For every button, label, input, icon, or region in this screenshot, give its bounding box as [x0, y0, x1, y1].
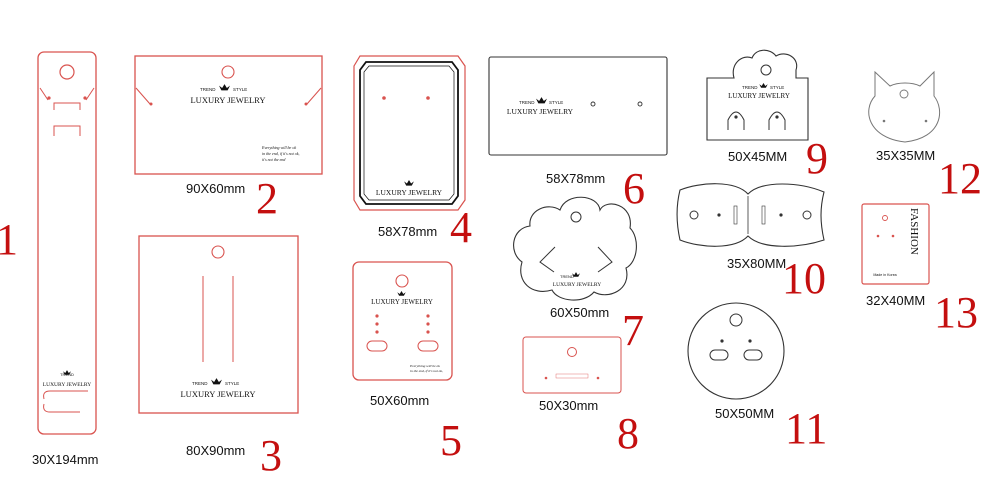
- card-10-size: 35X80MM: [727, 256, 786, 271]
- card-12-number: 12: [938, 154, 982, 203]
- card-2-trend: TREND: [200, 87, 216, 92]
- card-3-number: 3: [260, 431, 282, 480]
- card-2-script-3: it's not the end: [262, 157, 286, 162]
- card-5-size: 50X60mm: [370, 393, 429, 408]
- card-2: TREND STYLE LUXURY JEWELRY Everything wi…: [134, 55, 323, 175]
- card-5-luxury: LUXURY JEWELRY: [371, 298, 433, 306]
- card-5-number: 5: [440, 416, 462, 465]
- card-13-made-in: Made in Korea: [873, 273, 896, 277]
- card-10: [676, 183, 825, 247]
- card-5: LUXURY JEWELRY Everything will be ok in …: [352, 261, 453, 381]
- card-8-number: 8: [617, 409, 639, 458]
- card-9-style: STYLE: [770, 85, 784, 90]
- card-3: TREND STYLE LUXURY JEWELRY: [138, 235, 299, 414]
- card-9-number: 9: [806, 134, 828, 183]
- card-4-number: 4: [450, 203, 472, 252]
- card-6-size: 58X78mm: [546, 171, 605, 186]
- card-5-script-1: Everything will be ok: [409, 364, 440, 368]
- card-13-size: 32X40MM: [866, 293, 925, 308]
- card-2-script-2: in the end, if it's not ok,: [262, 151, 300, 157]
- card-9: TREND STYLE LUXURY JEWELRY: [706, 49, 809, 141]
- card-7-trend: TREND: [560, 274, 574, 279]
- card-1-size: 30X194mm: [32, 452, 98, 467]
- card-13-fashion: FASHION: [908, 208, 920, 255]
- card-8: [522, 336, 622, 394]
- card-6-number: 6: [623, 164, 645, 213]
- card-1-luxury: LUXURY JEWELRY: [43, 382, 92, 388]
- card-13: FASHION Made in Korea: [861, 203, 930, 285]
- card-5-script-2: in the end, if it's not ok,: [410, 369, 443, 374]
- card-4-size: 58X78mm: [378, 224, 437, 239]
- card-2-style: STYLE: [233, 87, 247, 92]
- card-6: TREND STYLE LUXURY JEWELRY: [488, 56, 668, 156]
- card-11-number: 11: [785, 404, 827, 453]
- card-11-size: 50X50MM: [715, 406, 774, 421]
- card-6-style: STYLE: [549, 100, 563, 105]
- card-10-number: 10: [782, 254, 826, 303]
- card-13-number: 13: [934, 288, 978, 337]
- card-3-style: STYLE: [225, 381, 239, 386]
- card-4-luxury: LUXURY JEWELRY: [376, 188, 443, 197]
- card-4: LUXURY JEWELRY: [353, 55, 466, 211]
- card-2-size: 90X60mm: [186, 181, 245, 196]
- card-1: TREND LUXURY JEWELRY: [37, 51, 97, 435]
- card-11: [687, 302, 785, 400]
- card-2-script-1: Everything will be ok: [261, 145, 296, 150]
- card-8-size: 50X30mm: [539, 398, 598, 413]
- card-6-trend: TREND: [519, 100, 535, 105]
- card-3-size: 80X90mm: [186, 443, 245, 458]
- card-3-luxury: LUXURY JEWELRY: [180, 389, 255, 399]
- card-9-luxury: LUXURY JEWELRY: [728, 92, 790, 100]
- card-9-size: 50X45MM: [728, 149, 787, 164]
- card-7: TREND LUXURY JEWELRY: [513, 196, 637, 301]
- card-1-number: 1: [0, 215, 18, 264]
- card-12-size: 35X35MM: [876, 148, 935, 163]
- card-12: [868, 70, 941, 143]
- card-7-size: 60X50mm: [550, 305, 609, 320]
- card-6-luxury: LUXURY JEWELRY: [507, 107, 574, 116]
- card-9-trend: TREND: [742, 85, 758, 90]
- card-3-trend: TREND: [192, 381, 208, 386]
- card-7-luxury: LUXURY JEWELRY: [553, 282, 602, 288]
- card-2-number: 2: [256, 174, 278, 223]
- card-2-luxury: LUXURY JEWELRY: [190, 95, 265, 105]
- card-7-number: 7: [622, 306, 644, 355]
